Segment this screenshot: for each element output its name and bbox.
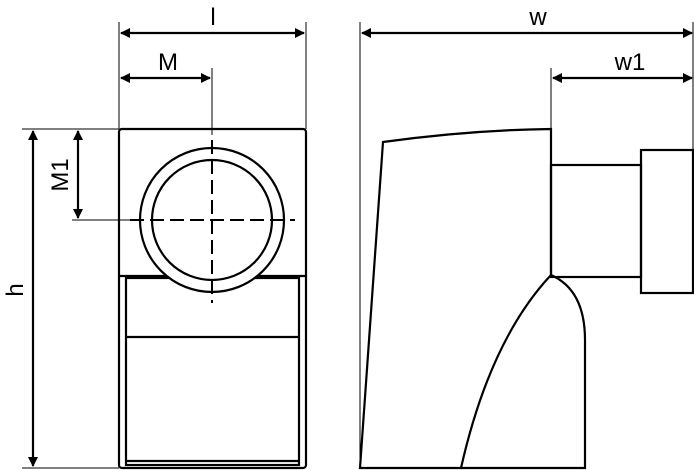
- dimension-M1: M1: [47, 130, 83, 219]
- dimension-label-h: h: [2, 283, 29, 296]
- extension-lines: [22, 22, 694, 469]
- front-view: [117, 127, 308, 470]
- side-bottom-curve: [461, 273, 587, 470]
- dimension-w: w: [361, 4, 693, 38]
- dimension-label-w1: w1: [614, 49, 646, 76]
- dimension-w1: w1: [552, 49, 693, 83]
- side-view: [358, 127, 694, 470]
- dimension-h: h: [2, 130, 38, 467]
- dimension-M: M: [120, 49, 211, 83]
- dimension-label-w: w: [528, 4, 547, 31]
- dimension-label-M1: M1: [47, 158, 74, 191]
- dimension-label-M: M: [158, 49, 178, 76]
- side-cap: [639, 148, 694, 295]
- side-shaft: [549, 163, 643, 279]
- dimension-label-l: l: [210, 4, 215, 31]
- dimension-l: l: [120, 4, 305, 38]
- front-lower-panel: [124, 276, 301, 467]
- side-body-outline: [358, 127, 553, 470]
